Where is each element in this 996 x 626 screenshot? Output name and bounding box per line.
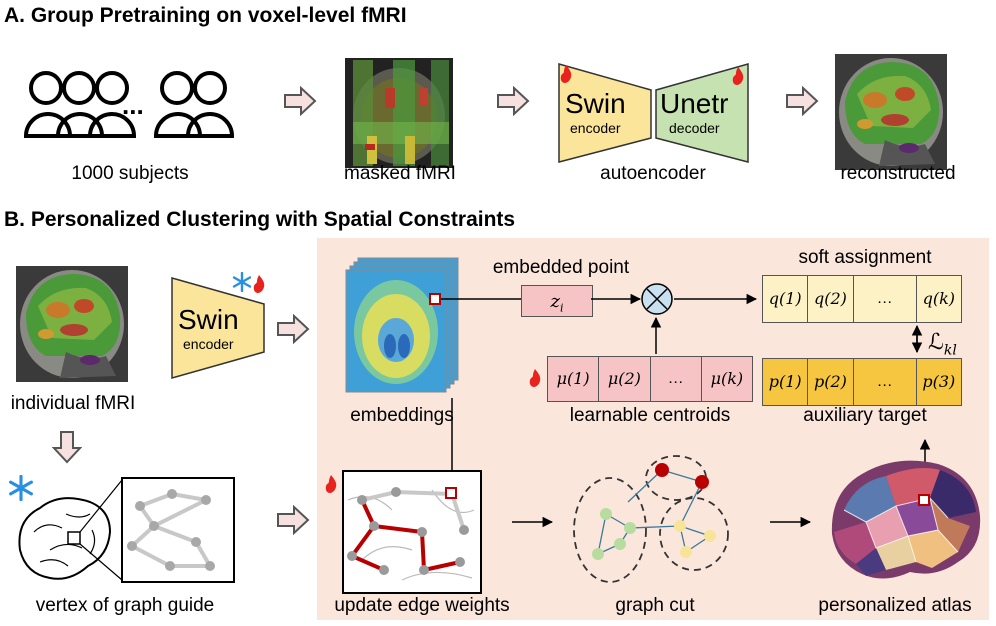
snowflake-icon: [232, 272, 252, 292]
arrow-right-icon: [277, 314, 310, 344]
graph-cut-label: graph cut: [615, 595, 695, 616]
embeddings-stack: [345, 257, 459, 393]
individual-fmri-image: [16, 266, 128, 382]
aux-cell: p(3): [922, 372, 956, 391]
autoencoder-label: autoencoder: [600, 163, 706, 184]
graph-cut-diagram: [573, 455, 729, 583]
centroid-cell: μ(1): [548, 357, 600, 401]
arrow-right-icon: [284, 86, 317, 116]
zi-subscript: i: [559, 301, 564, 315]
snowflake-icon: [9, 475, 33, 501]
section-b-title: B. Personalized Clustering with Spatial …: [4, 208, 516, 231]
reconstructed-label: reconstructed: [840, 163, 956, 184]
embedded-point-label: embedded point: [492, 257, 630, 278]
swin-encoder-block-b: [171, 277, 265, 379]
soft-cell: q(2): [808, 276, 854, 322]
brain-outline-icon: [18, 477, 235, 583]
soft-assignment-label: soft assignment: [798, 247, 932, 268]
soft-cell: q(1): [763, 276, 809, 322]
zi-box: zi: [521, 285, 593, 317]
masked-fmri-image: [345, 58, 453, 168]
centroid-cell: μ(k): [710, 369, 744, 388]
vertex-label: vertex of graph guide: [35, 595, 215, 616]
fire-icon: [732, 67, 744, 85]
soft-cell: q(k): [922, 289, 956, 308]
unetr-decoder-block: [655, 63, 749, 163]
unetr-title: Unetr: [660, 88, 729, 119]
personalized-atlas-label: personalized atlas: [818, 595, 972, 616]
kl-loss-label: ℒkl: [928, 330, 957, 358]
fire-icon: [560, 65, 572, 83]
subjects-dots: ...: [122, 90, 144, 120]
personalized-atlas-image: [831, 460, 981, 579]
embeddings-label: embeddings: [350, 405, 454, 426]
unetr-subtitle: decoder: [669, 120, 720, 136]
section-a-title: A. Group Pretraining on voxel-level fMRI: [4, 4, 407, 27]
swin-encoder-block: [558, 63, 652, 163]
arrow-right-icon: [497, 86, 530, 116]
centroid-row: μ(1) μ(2) … μ(k): [547, 356, 753, 402]
swin-subtitle-b: encoder: [183, 336, 234, 352]
centroid-cell: μ(2): [599, 357, 651, 401]
aux-cell: …: [854, 359, 917, 405]
masked-fmri-label: masked fMRI: [344, 163, 456, 184]
zi-symbol: z: [550, 291, 560, 312]
aux-cell: p(2): [808, 359, 854, 405]
swin-title-b: Swin: [178, 304, 239, 335]
swin-subtitle: encoder: [570, 120, 621, 136]
soft-assignment-row: q(1) q(2) … q(k): [762, 275, 962, 323]
soft-cell: …: [854, 276, 917, 322]
individual-fmri-label: individual fMRI: [10, 393, 136, 414]
edge-weight-graph: [342, 470, 482, 594]
arrow-down-icon: [52, 431, 82, 464]
update-edge-label: update edge weights: [334, 595, 510, 616]
fire-icon: [253, 275, 265, 293]
fire-icon: [325, 475, 337, 493]
swin-title: Swin: [565, 88, 626, 119]
reconstructed-image: [835, 54, 947, 170]
subjects-label: 1000 subjects: [71, 163, 189, 184]
auxiliary-target-label: auxiliary target: [803, 405, 927, 426]
aux-cell: p(1): [763, 359, 809, 405]
kl-symbol: ℒ: [928, 330, 944, 355]
arrow-right-icon: [277, 505, 310, 535]
subjects-icon: [23, 71, 235, 138]
kl-subscript: kl: [943, 342, 957, 359]
centroids-label: learnable centroids: [569, 405, 731, 426]
auxiliary-target-row: p(1) p(2) … p(3): [762, 358, 962, 406]
fire-icon: [529, 369, 541, 387]
arrow-right-icon: [786, 86, 819, 116]
centroid-cell: …: [651, 357, 702, 401]
